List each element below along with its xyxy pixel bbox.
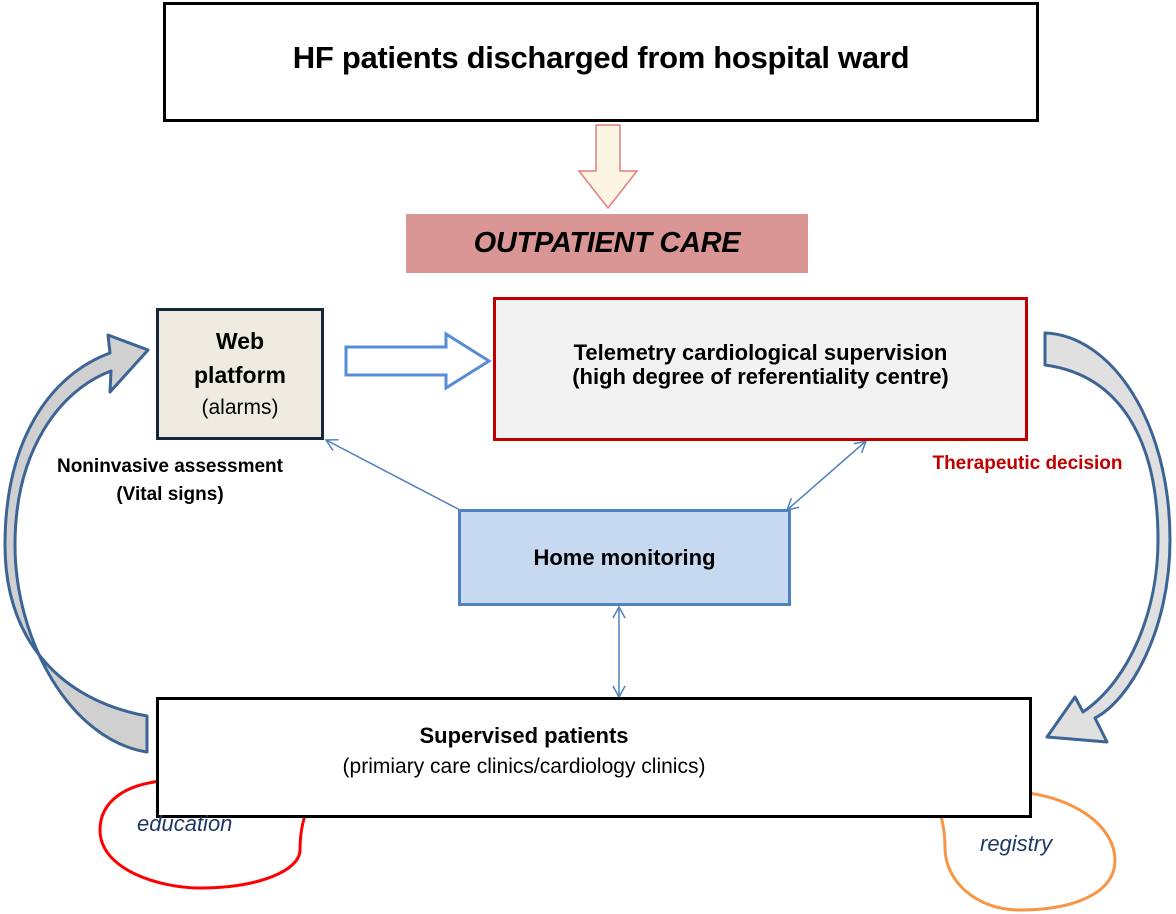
telemetry-line2: (high degree of referentiality centre)	[572, 364, 949, 389]
web-platform-subtitle: (alarms)	[201, 396, 279, 419]
noninvasive-assessment-label: Noninvasive assessment (Vital signs)	[30, 453, 310, 509]
therapeutic-decision-label: Therapeutic decision	[932, 453, 1123, 474]
down-block-arrow	[577, 124, 639, 210]
home-monitoring-label: Home monitoring	[533, 544, 716, 570]
supervised-patients-subtitle: (primiary care clinics/cardiology clinic…	[342, 755, 706, 778]
noninvasive-line2: (Vital signs)	[116, 484, 224, 505]
supervised-patients-title: Supervised patients	[419, 723, 629, 748]
left-curved-arrow	[3, 333, 150, 754]
right-curved-arrow	[1043, 331, 1172, 744]
web-platform-title-line1: Web	[215, 328, 265, 354]
right-block-arrow	[344, 331, 492, 391]
discharged-patients-box: HF patients discharged from hospital war…	[163, 2, 1039, 122]
telemetry-supervision-box: Telemetry cardiological supervision (hig…	[493, 297, 1028, 441]
discharged-patients-label: HF patients discharged from hospital war…	[292, 40, 910, 75]
supervised-patients-box: Supervised patients (primiary care clini…	[156, 697, 1032, 818]
registry-callout-text: registry	[980, 831, 1053, 856]
education-callout-text: education	[137, 811, 233, 836]
outpatient-care-box: OUTPATIENT CARE	[406, 214, 808, 273]
noninvasive-line1: Noninvasive assessment	[56, 456, 283, 477]
home-monitoring-box: Home monitoring	[458, 509, 791, 606]
web-platform-title-line2: platform	[194, 362, 286, 388]
web-platform-box: Web platform (alarms)	[156, 308, 324, 440]
outpatient-care-label: OUTPATIENT CARE	[473, 227, 741, 259]
telemetry-line1: Telemetry cardiological supervision	[573, 340, 948, 365]
home-telemetry-connector	[785, 439, 868, 512]
home-to-web-connector	[324, 439, 461, 511]
